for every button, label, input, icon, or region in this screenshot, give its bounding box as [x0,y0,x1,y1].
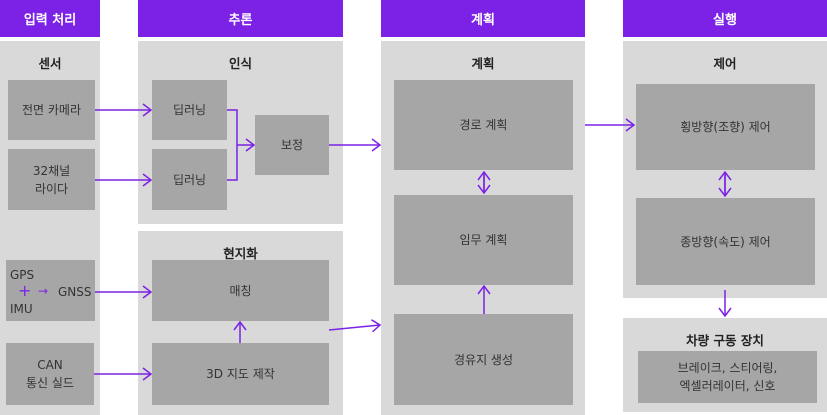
actuator-box: 브레이크, 스티어링, 엑셀러레이터, 신호 [638,351,817,403]
panel-title: 현지화 [223,246,258,261]
box-label: 경로 계획 [459,118,508,132]
calibration-box: 보정 [255,115,329,175]
box-label: CAN [37,358,63,372]
box-label: 횡방향(조향) 제어 [680,120,771,134]
box-label: 종방향(속도) 제어 [680,234,771,249]
box-label: 보정 [280,138,304,152]
header-execution: 실행 [623,0,827,37]
box-label: 3D 지도 제작 [206,367,275,381]
arrow-dl-to-calibration [227,109,254,181]
box-label: 임무 계획 [459,233,508,247]
waypoint-generation-box: 경유지 생성 [394,314,573,405]
box-label: 통신 실드 [26,376,74,390]
box-label: 라이다 [34,181,69,196]
panel-title: 제어 [713,56,737,71]
box-label: 경유지 생성 [453,352,513,367]
panel-title: 인식 [228,56,252,71]
header-inference: 추론 [138,0,343,37]
deep-learning-box-2: 딥러닝 [152,149,227,210]
route-planning-box: 경로 계획 [394,80,573,170]
box-label: 브레이크, 스티어링, [677,361,778,375]
header-input-processing: 입력 처리 [0,0,100,37]
box-label: 엑셀러레이터, 신호 [679,379,776,393]
header-planning: 계획 [381,0,585,37]
can-box: CAN 통신 실드 [6,343,94,405]
arrow-right-icon: → [38,284,49,298]
panel-title: 계획 [471,56,495,71]
box-label: 딥러닝 [172,172,207,187]
panel-title: 센서 [38,56,62,71]
matching-box: 매칭 [152,260,329,321]
gnss-label: GNSS [58,285,92,299]
plus-icon: + [18,281,32,300]
box-label: 전면 카메라 [21,103,81,117]
box-label: 딥러닝 [172,103,207,117]
camera-box: 전면 카메라 [8,80,95,140]
gnss-box: GPS + → GNSS IMU [6,260,95,321]
mission-planning-box: 임무 계획 [394,195,573,285]
deep-learning-box-1: 딥러닝 [152,80,227,140]
lateral-control-box: 횡방향(조향) 제어 [636,84,815,170]
box-label: 매칭 [229,283,252,298]
panel-title: 차량 구동 장치 [686,333,764,348]
3d-map-box: 3D 지도 제작 [152,343,329,405]
box-label: 32채널 [32,163,71,178]
arrow-localization-to-planning [328,325,380,330]
gps-label: GPS [10,268,35,282]
longitudinal-control-box: 종방향(속도) 제어 [636,198,815,285]
imu-label: IMU [10,302,33,316]
